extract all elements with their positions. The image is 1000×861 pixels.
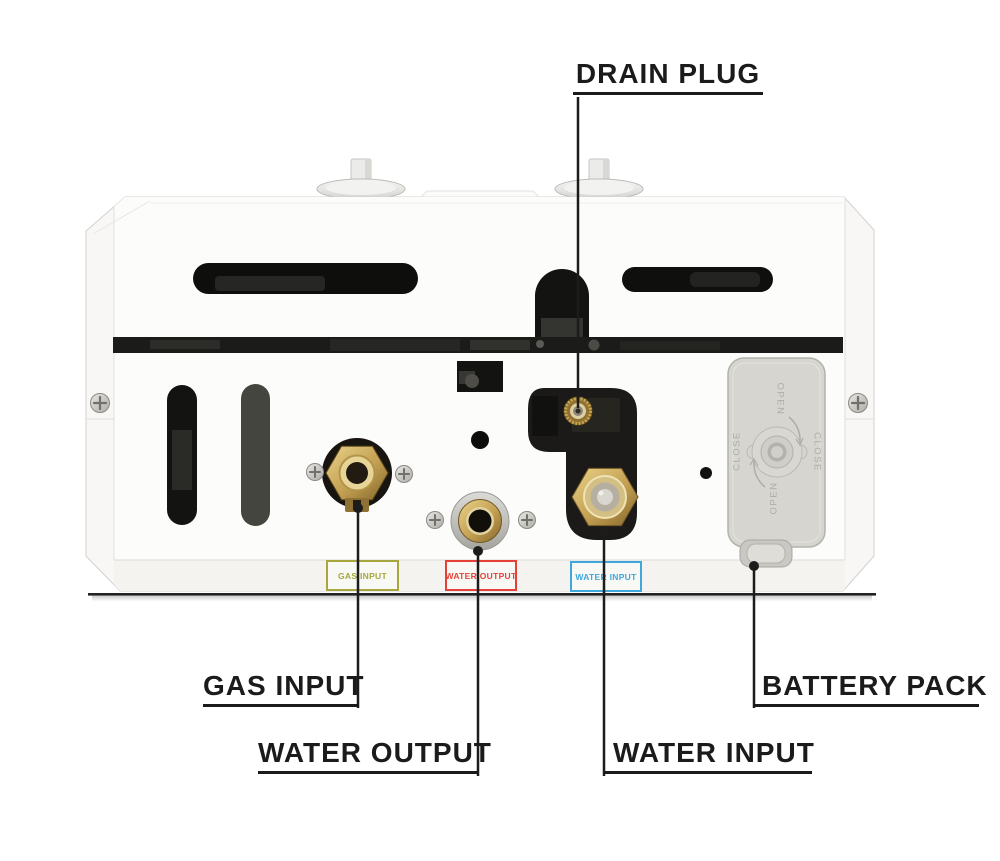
panel-hole-center xyxy=(471,431,489,449)
drain-plug-label: DRAIN PLUG xyxy=(573,57,763,95)
vent-slot-top-right xyxy=(622,267,773,292)
gas-input-sticker: GAS INPUT xyxy=(326,560,399,591)
battery-close-label-right: CLOSE xyxy=(812,432,823,472)
water-output-label: WATER OUTPUT xyxy=(258,736,491,774)
vent-slot-left-1 xyxy=(167,385,197,525)
gas-input-label: GAS INPUT xyxy=(203,669,363,707)
drain-plug-fitting xyxy=(563,396,593,426)
battery-pack-door: OPEN CLOSE CLOSE OPEN xyxy=(727,357,826,568)
panel-screws xyxy=(90,393,868,529)
horizontal-vent-band xyxy=(113,337,843,353)
water-output-fitting xyxy=(450,491,510,551)
battery-open-label-top: OPEN xyxy=(775,383,786,416)
battery-close-label-left: CLOSE xyxy=(732,431,743,471)
device-base-shadow xyxy=(88,593,876,602)
center-arch-cutout xyxy=(535,269,589,338)
vent-slot-left-2 xyxy=(241,384,270,526)
water-output-sticker: WATER OUTPUT xyxy=(445,560,517,591)
battery-open-label-bottom: OPEN xyxy=(769,482,780,515)
mounting-bracket-right xyxy=(554,158,644,200)
service-cutout xyxy=(457,361,503,392)
vent-slot-top-left xyxy=(193,263,418,294)
panel-hole-right xyxy=(700,467,712,479)
battery-pack-label: BATTERY PACK xyxy=(753,669,987,707)
water-output-sticker-text: WATER OUTPUT xyxy=(445,570,517,581)
water-input-label: WATER INPUT xyxy=(604,736,814,774)
battery-door-latch xyxy=(739,539,793,568)
water-input-sticker: WATER INPUT xyxy=(570,561,642,592)
gas-input-sticker-text: GAS INPUT xyxy=(338,570,387,581)
water-input-sticker-text: WATER INPUT xyxy=(575,571,637,582)
mounting-bracket-left xyxy=(316,158,406,200)
water-input-fitting xyxy=(571,467,639,527)
